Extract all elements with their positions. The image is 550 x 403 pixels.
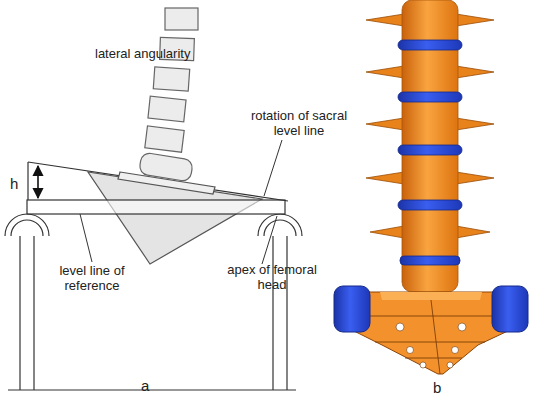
femur-shaft [272,236,273,390]
sacral-ala [492,286,528,332]
sacrum-top [380,292,482,300]
annotation-label: rotation of sacral level line [236,108,362,138]
panel-b [334,0,528,374]
vertebra [165,8,198,30]
vertebra [153,67,189,91]
sacrum-grid [360,300,505,374]
panel-a [5,8,302,390]
femur-shaft [286,236,287,390]
vertebrae [139,8,198,182]
discs [398,40,462,265]
femur-shaft [33,236,34,390]
vertebra [148,96,186,122]
leader-line [80,214,92,262]
leader-line [262,216,277,264]
femoral-head [11,220,43,236]
panel-letter: b [433,380,453,395]
sacral-ala [334,286,370,332]
dimension-label: h [10,176,26,191]
sacral-foramina [396,323,466,368]
femoral-head [264,220,296,236]
leader-line [264,140,282,196]
femur-shaft [19,236,20,390]
femoral-head [5,214,49,236]
reference-level-line [27,200,285,214]
annotation-label: lateral angularity [95,46,235,61]
vertebra [145,126,184,152]
sacrum [350,292,512,374]
annotation-label: level line of reference [50,263,134,293]
ground-line [8,389,296,390]
annotation-label: apex of femoral head [216,262,328,292]
sacrum-triangle [88,172,262,264]
vertebra [139,152,194,182]
height-bracket [27,162,28,200]
panel-letter: a [141,378,161,393]
height-arrow [37,166,39,198]
femoral-head [258,214,302,236]
